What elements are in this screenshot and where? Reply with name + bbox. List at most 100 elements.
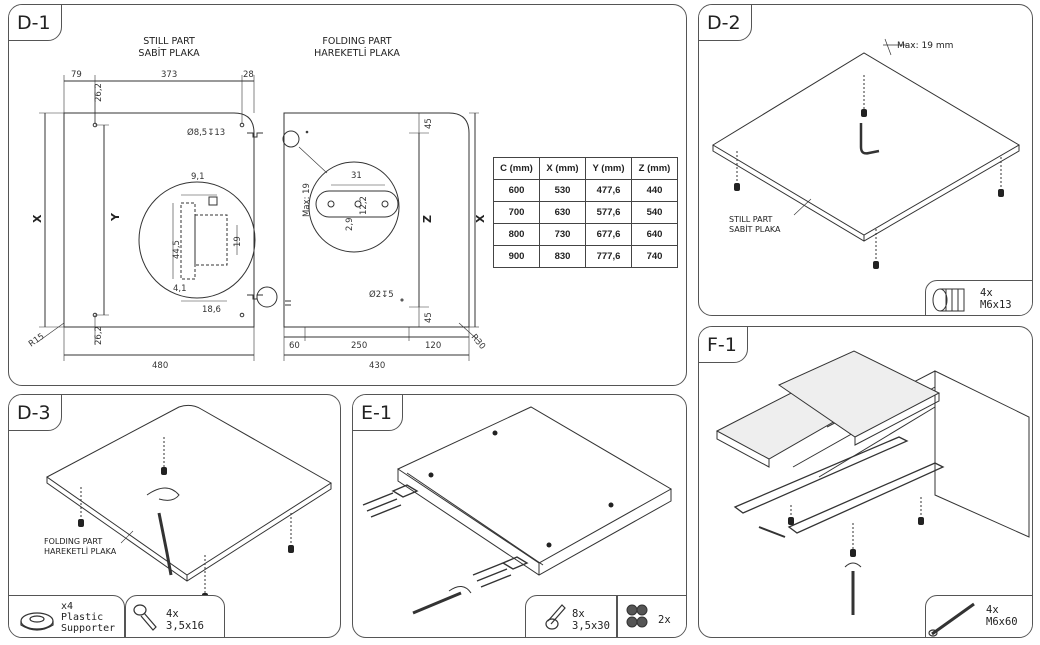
hw-screw-3-5x16-size: 3,5x16 <box>166 620 204 632</box>
panel-f1-tag: F-1 <box>699 327 748 363</box>
still-part-title-tr: SABİT PLAKA <box>138 48 200 59</box>
hinge-icon <box>626 604 648 628</box>
hw-bolt-m6x60-size: M6x60 <box>986 616 1018 628</box>
col-y: Y (mm) <box>585 157 632 180</box>
dim-r15: R15 <box>27 332 46 350</box>
screw-3-5x16-icon <box>133 604 157 631</box>
hw-m6x13-label: 4x M6x13 <box>980 287 1012 311</box>
dim-x-folding: X <box>474 214 487 223</box>
bolt-m6x60-icon <box>928 602 975 637</box>
dim-z: Z <box>421 215 434 223</box>
hw-bolt-m6x60-label: 4x M6x60 <box>986 604 1018 628</box>
hw-screw-3-5x30-label: 8x 3,5x30 <box>572 608 610 632</box>
screw-3-5x30-icon <box>545 604 566 630</box>
folding-part-title-en: FOLDING PART <box>322 36 392 47</box>
dim-19: 19 <box>233 236 243 247</box>
table-cell: 600 <box>493 179 540 202</box>
dim-12-2: 12,2 <box>359 196 369 215</box>
table-row: 800 730 677,6 640 <box>493 223 678 246</box>
table-row: 700 630 577,6 540 <box>493 201 678 224</box>
table-cell: 640 <box>631 223 678 246</box>
d1-technical-drawing: 79 373 28 26,2 26,2 Ø8,5↧13 9,1 44,5 19 … <box>27 70 487 371</box>
panel-e1: E-1 8x 3,5x30 <box>352 394 687 638</box>
table-row: 900 830 777,6 740 <box>493 245 678 268</box>
folding-plate-outline <box>283 112 470 328</box>
hw-plastic-supporter-qty: x4 <box>61 601 74 612</box>
hw-screw-3-5x30-qty: 8x <box>572 608 585 620</box>
hw-m6x13-qty: 4x <box>980 287 993 299</box>
dim-45-bottom: 45 <box>424 312 434 323</box>
panel-e1-tag: E-1 <box>353 395 403 431</box>
dim-4-1: 4,1 <box>173 284 187 294</box>
col-z: Z (mm) <box>631 157 678 180</box>
dim-r30: R30 <box>469 333 487 352</box>
hole-spec-folding: Ø2↧5 <box>369 289 394 300</box>
dim-x-still: X <box>31 214 44 223</box>
still-part-title-en: STILL PART <box>143 36 195 47</box>
col-x: X (mm) <box>539 157 586 180</box>
dim-45-top: 45 <box>424 118 434 129</box>
dim-max-19: Max: 19 <box>302 183 312 217</box>
dim-480: 480 <box>152 361 168 371</box>
dimension-table: C (mm) X (mm) Y (mm) Z (mm) 600 530 477,… <box>493 157 678 268</box>
table-row: 600 530 477,6 440 <box>493 179 678 202</box>
dim-26-bottom: 26,2 <box>94 326 104 345</box>
table-cell: 530 <box>539 179 586 202</box>
dim-y-still: Y <box>109 212 122 222</box>
panel-d1-tag: D-1 <box>9 5 62 41</box>
folding-part-title: FOLDING PART HAREKETLİ PLAKA <box>287 36 427 60</box>
hole-spec-still: Ø8,5↧13 <box>187 127 225 138</box>
dim-250: 250 <box>351 341 367 351</box>
still-part-label: STILL PART SABİT PLAKA <box>729 215 781 235</box>
table-cell: 477,6 <box>585 179 632 202</box>
max-thickness-label: Max: 19 mm <box>897 41 954 51</box>
d2-plate-illustration <box>712 38 1020 269</box>
folding-detail-circle <box>308 161 400 253</box>
still-part-label-tr: SABİT PLAKA <box>729 225 781 234</box>
table-cell: 777,6 <box>585 245 632 268</box>
e1-plate-illustration <box>362 406 673 615</box>
dim-9-1: 9,1 <box>191 172 205 182</box>
table-cell: 540 <box>631 201 678 224</box>
panel-d3-tag: D-3 <box>9 395 62 431</box>
dim-60: 60 <box>289 341 300 351</box>
panel-d1: D-1 STILL PART SABİT PLAKA FOLDING PART … <box>8 4 687 386</box>
hw-bolt-m6x60-qty: 4x <box>986 604 999 616</box>
dim-18-6: 18,6 <box>202 305 221 315</box>
table-cell: 900 <box>493 245 540 268</box>
hw-hinge-box: 2x <box>617 595 686 637</box>
dim-26-top: 26,2 <box>94 83 104 102</box>
folding-part-label-tr: HAREKETLİ PLAKA <box>44 547 117 556</box>
hw-hinge-qty: 2x <box>658 614 671 626</box>
folding-part-label-en: FOLDING PART <box>44 537 103 546</box>
panel-d3: D-3 FOLDING PART HAREKETLİ PLAKA <box>8 394 341 638</box>
still-plate-outline <box>63 112 255 328</box>
hw-screw-3-5x30-size: 3,5x30 <box>572 620 610 632</box>
hw-m6x13-size: M6x13 <box>980 299 1012 311</box>
col-c: C (mm) <box>493 157 540 180</box>
table-cell: 830 <box>539 245 586 268</box>
hw-plastic-supporter-box: x4 Plastic Supporter <box>9 595 125 637</box>
hw-screw-3-5x16-label: 4x 3,5x16 <box>166 608 204 632</box>
hw-m6x13-box: 4x M6x13 <box>925 280 1032 315</box>
table-cell: 577,6 <box>585 201 632 224</box>
folding-part-title-tr: HAREKETLİ PLAKA <box>314 48 400 59</box>
table-cell: 630 <box>539 201 586 224</box>
dim-28: 28 <box>243 70 254 80</box>
f1-assembly-illustration <box>715 350 1030 615</box>
hw-plastic-supporter-name-1: Plastic <box>61 612 104 623</box>
panel-d2-tag: D-2 <box>699 5 752 41</box>
dim-31: 31 <box>351 171 362 181</box>
threaded-insert-icon <box>932 288 965 312</box>
table-cell: 730 <box>539 223 586 246</box>
hw-screw-3-5x30-box: 8x 3,5x30 <box>525 595 617 637</box>
table-cell: 440 <box>631 179 678 202</box>
plastic-supporter-icon <box>20 612 54 631</box>
dim-2-9: 2,9 <box>345 217 355 231</box>
table-cell: 677,6 <box>585 223 632 246</box>
table-cell: 740 <box>631 245 678 268</box>
panel-f1: F-1 <box>698 326 1033 638</box>
hw-plastic-supporter-label: x4 Plastic Supporter <box>61 601 115 634</box>
table-cell: 700 <box>493 201 540 224</box>
hw-screw-3-5x16-box: 4x 3,5x16 <box>125 595 225 637</box>
